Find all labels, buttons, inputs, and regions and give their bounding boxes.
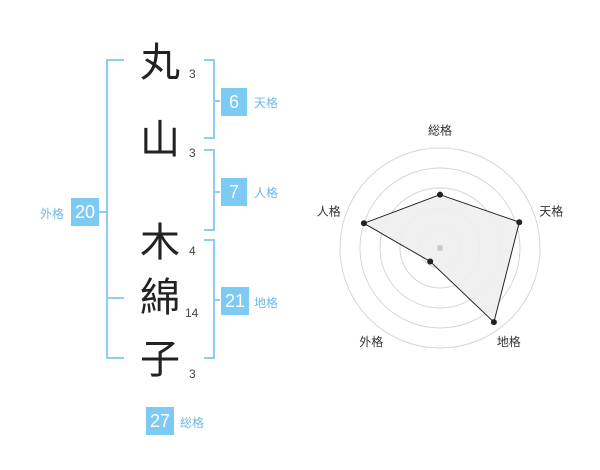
radar-point-3 <box>490 319 497 326</box>
radar-point-5 <box>360 220 367 227</box>
radar-axis-label-1: 総格 <box>428 123 452 138</box>
tenkaku-label: 天格 <box>254 96 279 110</box>
radar-points <box>360 191 523 326</box>
name-char-4: 綿 <box>140 275 180 321</box>
radar-axis-label-3: 地格 <box>497 334 521 349</box>
radar-grid-ring-5 <box>339 147 541 349</box>
radar-axis-label-5: 人格 <box>317 203 341 218</box>
name-char-1: 丸 <box>140 40 180 86</box>
stroke-count-4: 14 <box>185 306 199 320</box>
stroke-count-5: 3 <box>189 367 196 381</box>
radar-polygon <box>362 194 520 324</box>
tenkaku-value-badge: 6 <box>221 88 247 116</box>
tenkaku-bracket <box>204 59 215 139</box>
radar-grid-ring-4 <box>359 167 521 329</box>
name-char-3: 木 <box>140 220 180 266</box>
gaikaku-value-badge: 20 <box>71 198 99 226</box>
soukaku-value-badge: 27 <box>146 407 174 435</box>
stroke-count-1: 3 <box>189 67 196 81</box>
radar-center-dot <box>437 245 443 251</box>
chikaku-value-badge: 21 <box>221 287 249 315</box>
radar-point-2 <box>516 219 523 226</box>
jinkaku-bracket <box>204 149 215 231</box>
radar-point-1 <box>437 191 443 198</box>
radar-axis-label-2: 天格 <box>539 203 563 218</box>
stroke-count-3: 4 <box>189 244 196 258</box>
name-char-2: 山 <box>140 117 180 163</box>
name-char-5: 子 <box>140 337 180 383</box>
stroke-count-2: 3 <box>189 146 196 160</box>
soukaku-label: 総格 <box>180 416 205 430</box>
radar-point-4 <box>427 258 434 265</box>
gaikaku-bracket <box>106 59 124 359</box>
radar-axis-label-4: 外格 <box>359 334 383 349</box>
jinkaku-value-badge: 7 <box>221 178 247 206</box>
jinkaku-label: 人格 <box>254 186 279 200</box>
chikaku-label: 地格 <box>254 296 279 310</box>
gaikaku-label: 外格 <box>40 207 65 221</box>
